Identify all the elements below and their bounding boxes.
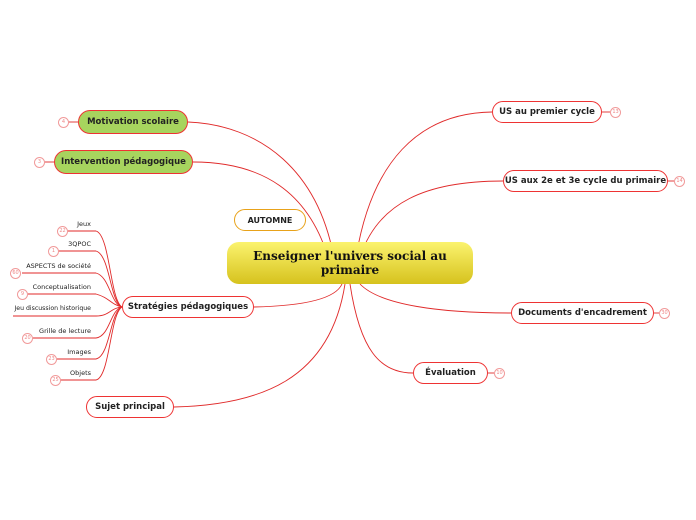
subtopic-conceptualisation[interactable]: Conceptualisation [32,283,91,291]
topic-intervention[interactable]: Intervention pédagogique [54,150,193,174]
season-label: AUTOMNE [247,215,293,225]
subtopic-aspects[interactable]: ASPECTS de société [26,262,91,270]
strategies-fan [95,230,123,381]
subtopic-objets[interactable]: Objets [70,369,91,377]
subtopic-jeux-count-badge[interactable]: 22 [57,226,68,237]
topic-evaluation-label: Évaluation [425,368,476,378]
topic-motivation[interactable]: Motivation scolaire [78,110,188,134]
link-us1 [354,111,493,265]
subtopic-jeux[interactable]: Jeux [77,220,91,228]
topic-motivation-label: Motivation scolaire [87,117,179,127]
subtopic-images[interactable]: Images [67,348,91,356]
topic-strategies[interactable]: Stratégies pédagogiques [122,296,254,318]
topic-motivation-count-badge[interactable]: 4 [58,117,69,128]
subtopic-jeu-discussion[interactable]: Jeu discussion historique [14,305,91,312]
subtopic-grille-count-badge[interactable]: 20 [22,333,33,344]
subtopic-objets-count-badge[interactable]: 25 [50,375,61,386]
topic-documents-count-badge[interactable]: 30 [659,308,670,319]
central-topic-label: Enseigner l'univers social au primaire [253,249,447,277]
leaf-underlines [13,230,96,381]
topic-us1[interactable]: US au premier cycle [492,101,602,123]
topic-intervention-label: Intervention pédagogique [61,157,186,167]
link-sujet [173,283,346,408]
topic-sujet-label: Sujet principal [95,402,165,412]
link-evaluation [349,283,414,374]
topic-us1-label: US au premier cycle [499,107,595,117]
subtopic-3qpoc-count-badge[interactable]: 1 [48,246,59,257]
link-docs [359,283,512,314]
link-motivation [187,121,336,265]
link-strategies [253,283,343,308]
link-intervention [192,161,331,265]
topic-documents[interactable]: Documents d'encadrement [511,302,654,324]
topic-documents-label: Documents d'encadrement [518,308,647,318]
topic-evaluation[interactable]: Évaluation [413,362,488,384]
subtopic-conceptualisation-count-badge[interactable]: 9 [17,289,28,300]
topic-us1-count-badge[interactable]: 13 [610,107,621,118]
subtopic-aspects-count-badge[interactable]: 60 [10,268,21,279]
central-topic[interactable]: Enseigner l'univers social au primaire [227,242,473,284]
topic-us23[interactable]: US aux 2e et 3e cycle du primaire [503,170,668,192]
topic-us23-count-badge[interactable]: 14 [674,176,685,187]
subtopic-grille[interactable]: Grille de lecture [39,327,91,335]
season-topic[interactable]: AUTOMNE [234,209,306,231]
topic-evaluation-count-badge[interactable]: 10 [494,368,505,379]
topic-intervention-count-badge[interactable]: 3 [34,157,45,168]
badge-stubs [44,111,674,374]
topic-us23-label: US aux 2e et 3e cycle du primaire [504,176,667,186]
topic-sujet[interactable]: Sujet principal [86,396,174,418]
subtopic-3qpoc[interactable]: 3QPOC [68,240,91,248]
topic-strategies-label: Stratégies pédagogiques [127,302,249,312]
subtopic-images-count-badge[interactable]: 23 [46,354,57,365]
